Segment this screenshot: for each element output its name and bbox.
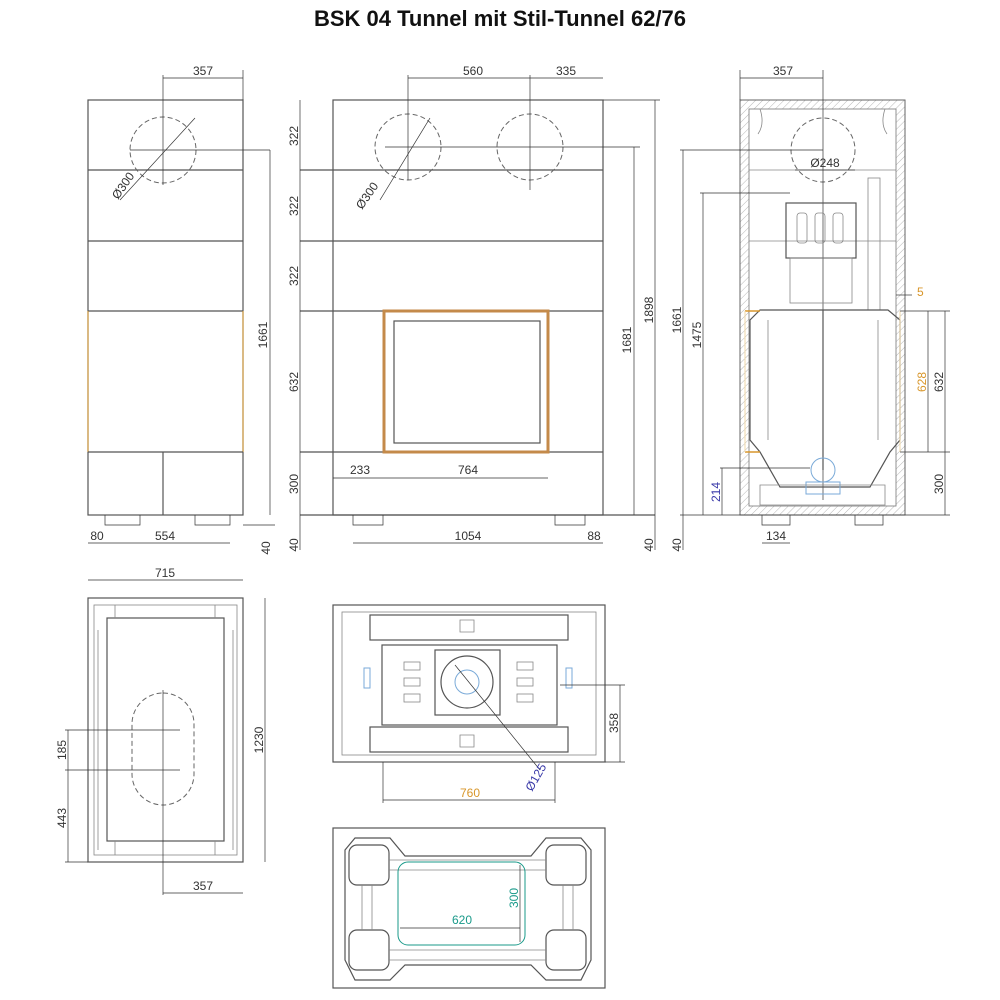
dim-357: 357 — [193, 879, 213, 893]
firebox-frame — [382, 309, 550, 454]
side-elevation: 357 Ø300 1661 40 80 554 — [87, 64, 275, 555]
dim-358: 358 — [607, 713, 621, 733]
dim-632: 632 — [932, 372, 946, 392]
dim-1661: 1661 — [670, 306, 684, 333]
dim-357: 357 — [193, 64, 213, 78]
dim-5: 5 — [917, 285, 924, 299]
drawing-title: BSK 04 Tunnel mit Stil-Tunnel 62/76 — [313, 6, 687, 31]
dim-628: 628 — [915, 372, 929, 392]
dim-185: 185 — [55, 740, 69, 760]
dim-632: 632 — [287, 372, 301, 392]
dim-40: 40 — [259, 541, 273, 555]
dim-335: 335 — [556, 64, 576, 78]
dim-1475: 1475 — [690, 321, 704, 348]
dim-357: 357 — [773, 64, 793, 78]
dim-1681: 1681 — [620, 326, 634, 353]
dim-560: 560 — [463, 64, 483, 78]
dim-40-right: 40 — [642, 538, 656, 552]
dim-88: 88 — [587, 529, 601, 543]
dim-diameter: Ø300 — [353, 179, 381, 211]
base-view: 620 300 — [332, 827, 606, 989]
dim-1230: 1230 — [252, 726, 266, 753]
dim-1054: 1054 — [455, 529, 482, 543]
dim-322-top: 322 — [287, 126, 301, 146]
dim-134: 134 — [766, 529, 786, 543]
dim-443: 443 — [55, 808, 69, 828]
flue-collar — [440, 655, 494, 709]
dim-554: 554 — [155, 529, 175, 543]
dim-300: 300 — [507, 888, 521, 908]
dim-300: 300 — [287, 474, 301, 494]
dim-233: 233 — [350, 463, 370, 477]
front-elevation: 560 335 Ø300 322 322 322 632 300 40 233 … — [287, 64, 660, 552]
flue-plate — [434, 649, 501, 716]
top-view: 358 Ø125 760 — [332, 604, 625, 803]
dim-diameter: Ø248 — [810, 156, 840, 170]
dim-620: 620 — [452, 913, 472, 927]
dim-214: 214 — [709, 482, 723, 502]
dim-322-lower: 322 — [287, 266, 301, 286]
dim-40-left: 40 — [287, 538, 301, 552]
dim-760: 760 — [460, 786, 480, 800]
dim-300: 300 — [932, 474, 946, 494]
dim-322-middle: 322 — [287, 196, 301, 216]
dim-diameter: Ø125 — [522, 761, 549, 794]
section-view: Ø248 357 1661 40 1475 214 5 628 — [670, 64, 950, 552]
firebox-insert — [749, 309, 901, 488]
dim-715: 715 — [155, 566, 175, 580]
dim-1898: 1898 — [642, 296, 656, 323]
dim-764: 764 — [458, 463, 478, 477]
plan-view: 715 1230 185 443 357 — [55, 566, 266, 895]
dim-80: 80 — [90, 529, 104, 543]
opening-outline — [397, 861, 526, 946]
dim-40: 40 — [670, 538, 684, 552]
dim-1661: 1661 — [256, 321, 270, 348]
